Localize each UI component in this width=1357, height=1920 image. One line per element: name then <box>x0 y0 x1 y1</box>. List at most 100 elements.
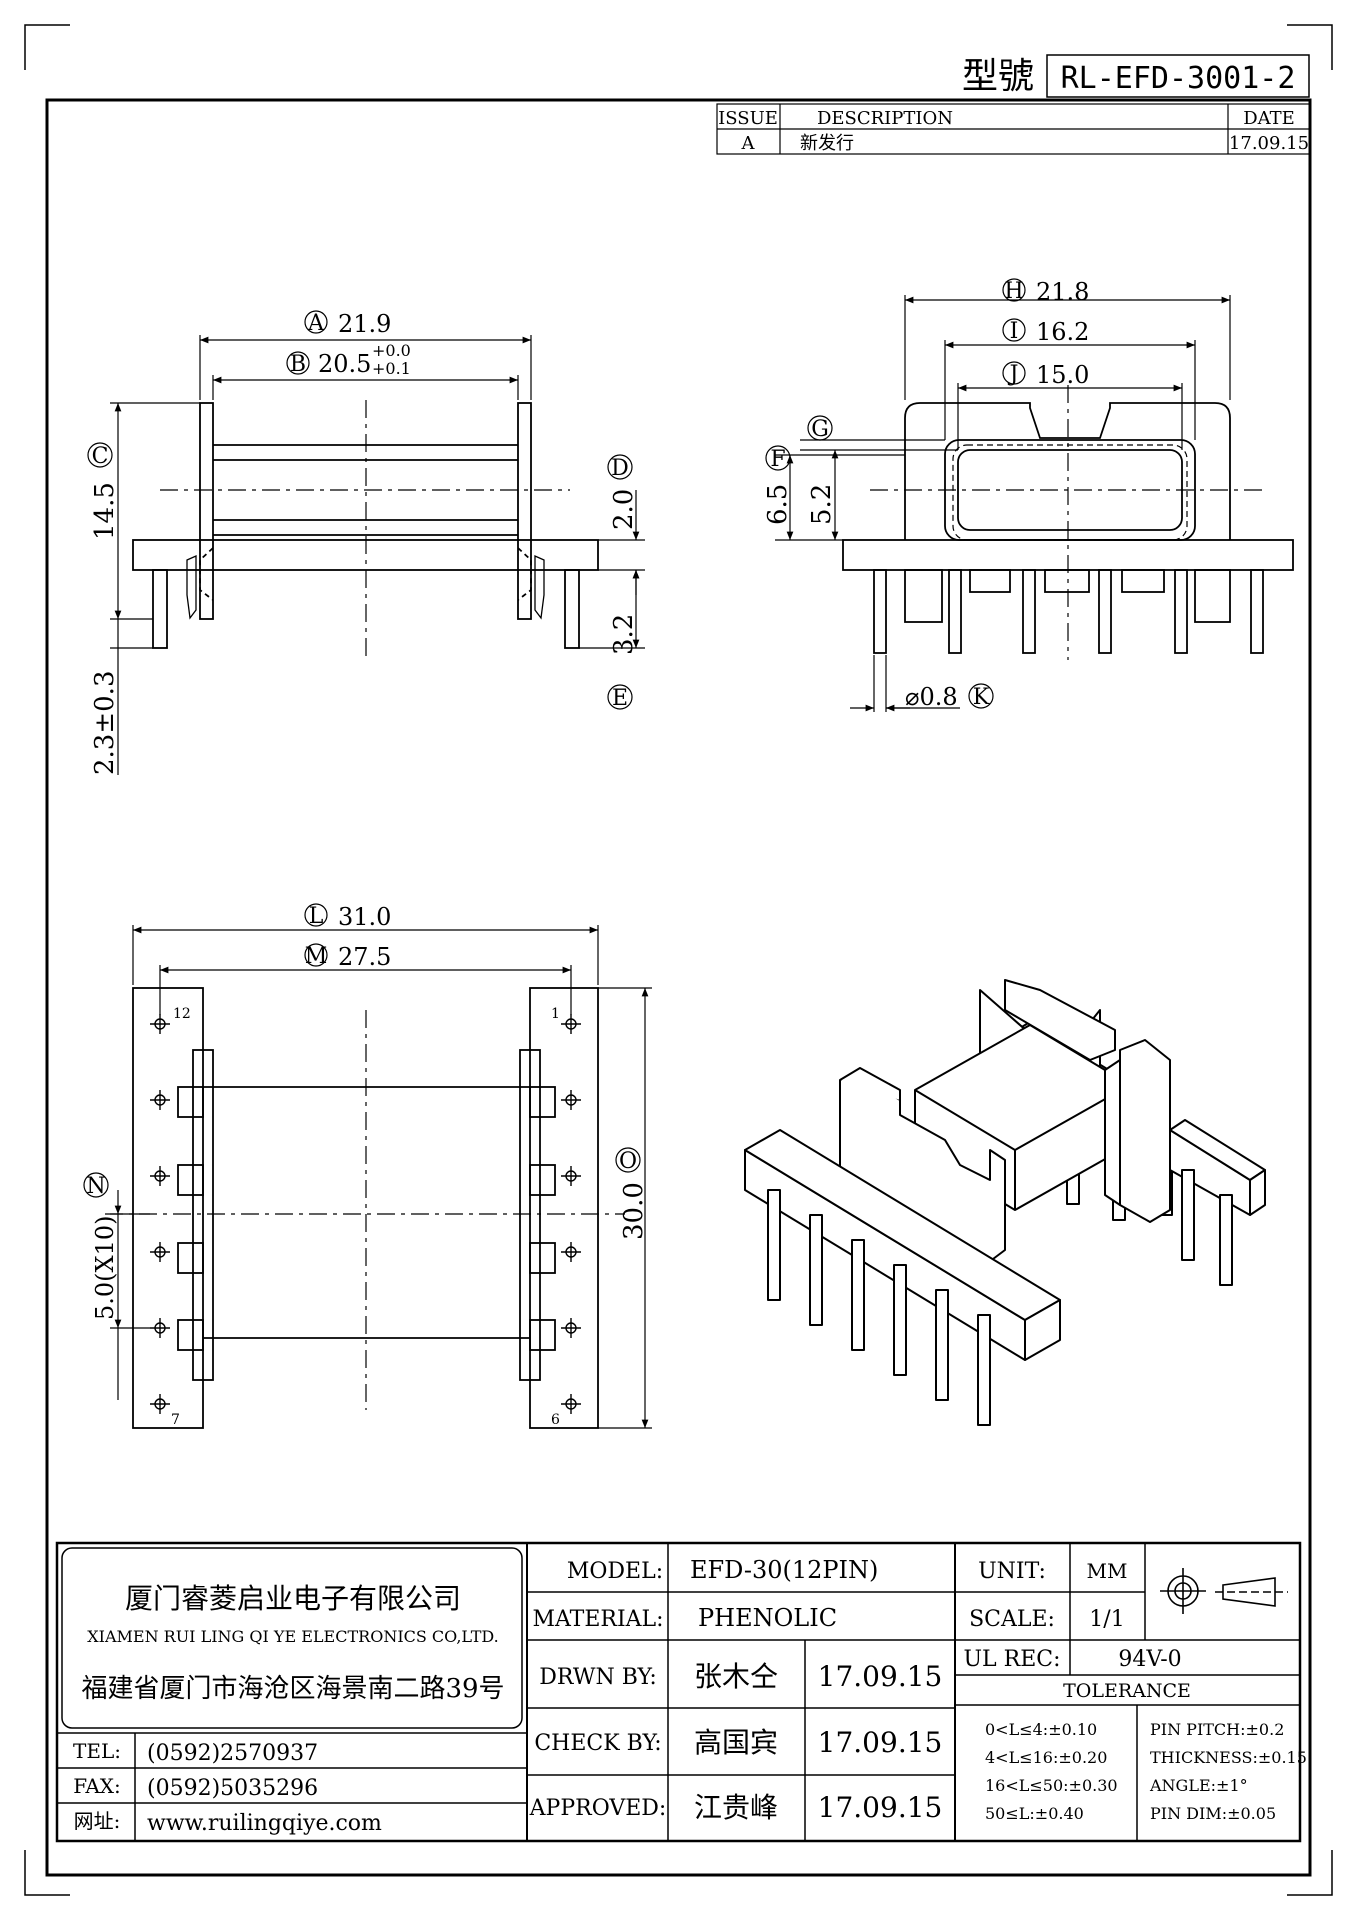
revision-col-description: DESCRIPTION <box>817 108 953 129</box>
dim-f-value: 6.5 <box>763 484 793 525</box>
web-label: 网址: <box>74 1809 121 1833</box>
corner-marks <box>24 24 1333 1896</box>
ul-value: 94V-0 <box>1118 1647 1181 1672</box>
company-name-en: XIAMEN RUI LING QI YE ELECTRONICS CO,LTD… <box>87 1627 499 1646</box>
other-tolerance-2: THICKNESS:±0.15 <box>1150 1748 1307 1767</box>
dim-j-letter: J <box>1008 362 1019 387</box>
revision-date: 17.09.15 <box>1229 133 1309 154</box>
end-view-centerlines <box>870 385 1265 660</box>
dim-n-value: 5.0(X10) <box>91 1215 119 1320</box>
side-view <box>132 402 599 649</box>
dim-o-value: 30.0 <box>619 1182 649 1240</box>
pin-label-1: 1 <box>551 1006 560 1022</box>
dim-l-m <box>132 903 599 1015</box>
tolerance-label: TOLERANCE <box>1063 1680 1191 1702</box>
model-header: 型號 RL-EFD-3001-2 <box>962 54 1310 98</box>
dim-b-tol-upper: +0.0 <box>372 341 411 360</box>
projection-symbol-icon <box>1160 1568 1288 1614</box>
dim-l-value: 31.0 <box>338 903 391 931</box>
tel-label: TEL: <box>73 1739 121 1763</box>
company-name-cn: 厦门睿菱启业电子有限公司 <box>125 1582 461 1615</box>
dim-b-tol-lower: +0.1 <box>372 359 411 378</box>
dim-pin-length: 2.3±0.3 <box>90 671 120 775</box>
approved-date: 17.09.15 <box>818 1791 943 1824</box>
dim-d-value: 2.0 <box>609 489 639 530</box>
check-date: 17.09.15 <box>818 1726 943 1759</box>
side-view-centerlines <box>160 400 570 660</box>
dim-o-letter: O <box>619 1149 637 1174</box>
dim-n-letter: N <box>86 1174 105 1199</box>
dim-c-letter: C <box>92 444 109 469</box>
dim-l-letter: L <box>309 904 324 929</box>
revision-issue: A <box>741 133 756 154</box>
dim-k <box>850 655 994 712</box>
dim-h-letter: H <box>1004 279 1023 304</box>
check-label: CHECK BY: <box>534 1731 661 1756</box>
check-by: 高国宾 <box>694 1726 778 1759</box>
dim-g-f <box>765 415 958 541</box>
revision-col-date: DATE <box>1243 108 1295 129</box>
model-number: RL-EFD-3001-2 <box>1061 61 1296 96</box>
tolerance-4: 50≤L:±0.40 <box>985 1804 1084 1823</box>
material-label: MATERIAL: <box>532 1607 663 1632</box>
dim-g-letter: G <box>811 417 829 442</box>
dim-m-letter: M <box>305 944 328 969</box>
web-value: www.ruilingqiye.com <box>147 1811 382 1836</box>
dim-i-value: 16.2 <box>1036 318 1089 346</box>
dim-h-value: 21.8 <box>1036 278 1089 306</box>
dim-a-value: 21.9 <box>338 310 391 338</box>
unit-value: MM <box>1087 1559 1128 1583</box>
isometric-view <box>744 979 1266 1426</box>
other-tolerance-3: ANGLE:±1° <box>1149 1776 1248 1795</box>
dim-f-letter: F <box>770 447 785 472</box>
approved-by: 江贵峰 <box>694 1791 778 1824</box>
dim-d-letter: D <box>611 456 629 481</box>
revision-col-issue: ISSUE <box>718 108 778 129</box>
approved-label: APPROVED: <box>529 1796 667 1821</box>
drawn-by: 张木仝 <box>694 1660 778 1693</box>
pin-label-12: 12 <box>173 1006 191 1022</box>
tolerance-3: 16<L≤50:±0.30 <box>985 1776 1118 1795</box>
dim-m-value: 27.5 <box>338 943 391 971</box>
dim-i-letter: I <box>1010 319 1019 344</box>
revision-table <box>716 103 1311 155</box>
dim-a <box>199 310 532 400</box>
sheet-border <box>45 98 1312 1877</box>
drawn-date: 17.09.15 <box>818 1660 943 1693</box>
other-tolerance-1: PIN PITCH:±0.2 <box>1150 1720 1284 1739</box>
material-value: PHENOLIC <box>698 1604 837 1632</box>
model-value: EFD-30(12PIN) <box>690 1556 878 1584</box>
dim-b-letter: B <box>290 352 306 377</box>
revision-description: 新发行 <box>800 133 854 154</box>
other-tolerance-4: PIN DIM:±0.05 <box>1150 1804 1276 1823</box>
dim-o <box>598 987 652 1429</box>
dim-a-letter: A <box>307 311 325 336</box>
dim-k-letter: K <box>973 685 990 710</box>
tel-value: (0592)2570937 <box>147 1741 318 1766</box>
drawn-label: DRWN BY: <box>539 1665 657 1690</box>
pin-label-6: 6 <box>551 1412 560 1428</box>
scale-value: 1/1 <box>1089 1607 1124 1632</box>
dim-j-value: 15.0 <box>1036 361 1089 389</box>
tolerance-1: 0<L≤4:±0.10 <box>985 1720 1097 1739</box>
dim-n <box>83 1172 150 1400</box>
dim-k-value: ⌀0.8 <box>905 683 958 711</box>
pin-label-7: 7 <box>171 1412 180 1428</box>
company-address: 福建省厦门市海沧区海景南二路39号 <box>81 1674 504 1704</box>
scale-label: SCALE: <box>969 1607 1055 1632</box>
bottom-view-centerlines <box>105 1010 625 1410</box>
dim-b-value: 20.5 <box>318 350 371 378</box>
model-header-label: 型號 <box>962 56 1034 97</box>
dim-c-value: 14.5 <box>90 482 120 540</box>
dim-e-value: 3.2 <box>609 614 639 655</box>
fax-value: (0592)5035296 <box>147 1776 318 1801</box>
dim-d-e <box>579 454 645 710</box>
dim-e-letter: E <box>612 686 628 711</box>
tolerance-2: 4<L≤16:±0.20 <box>985 1748 1107 1767</box>
model-label: MODEL: <box>567 1559 663 1584</box>
ul-label: UL REC: <box>963 1647 1060 1672</box>
unit-label: UNIT: <box>978 1559 1046 1584</box>
end-view-hidden-lines <box>952 444 1188 541</box>
dim-c <box>87 402 200 775</box>
